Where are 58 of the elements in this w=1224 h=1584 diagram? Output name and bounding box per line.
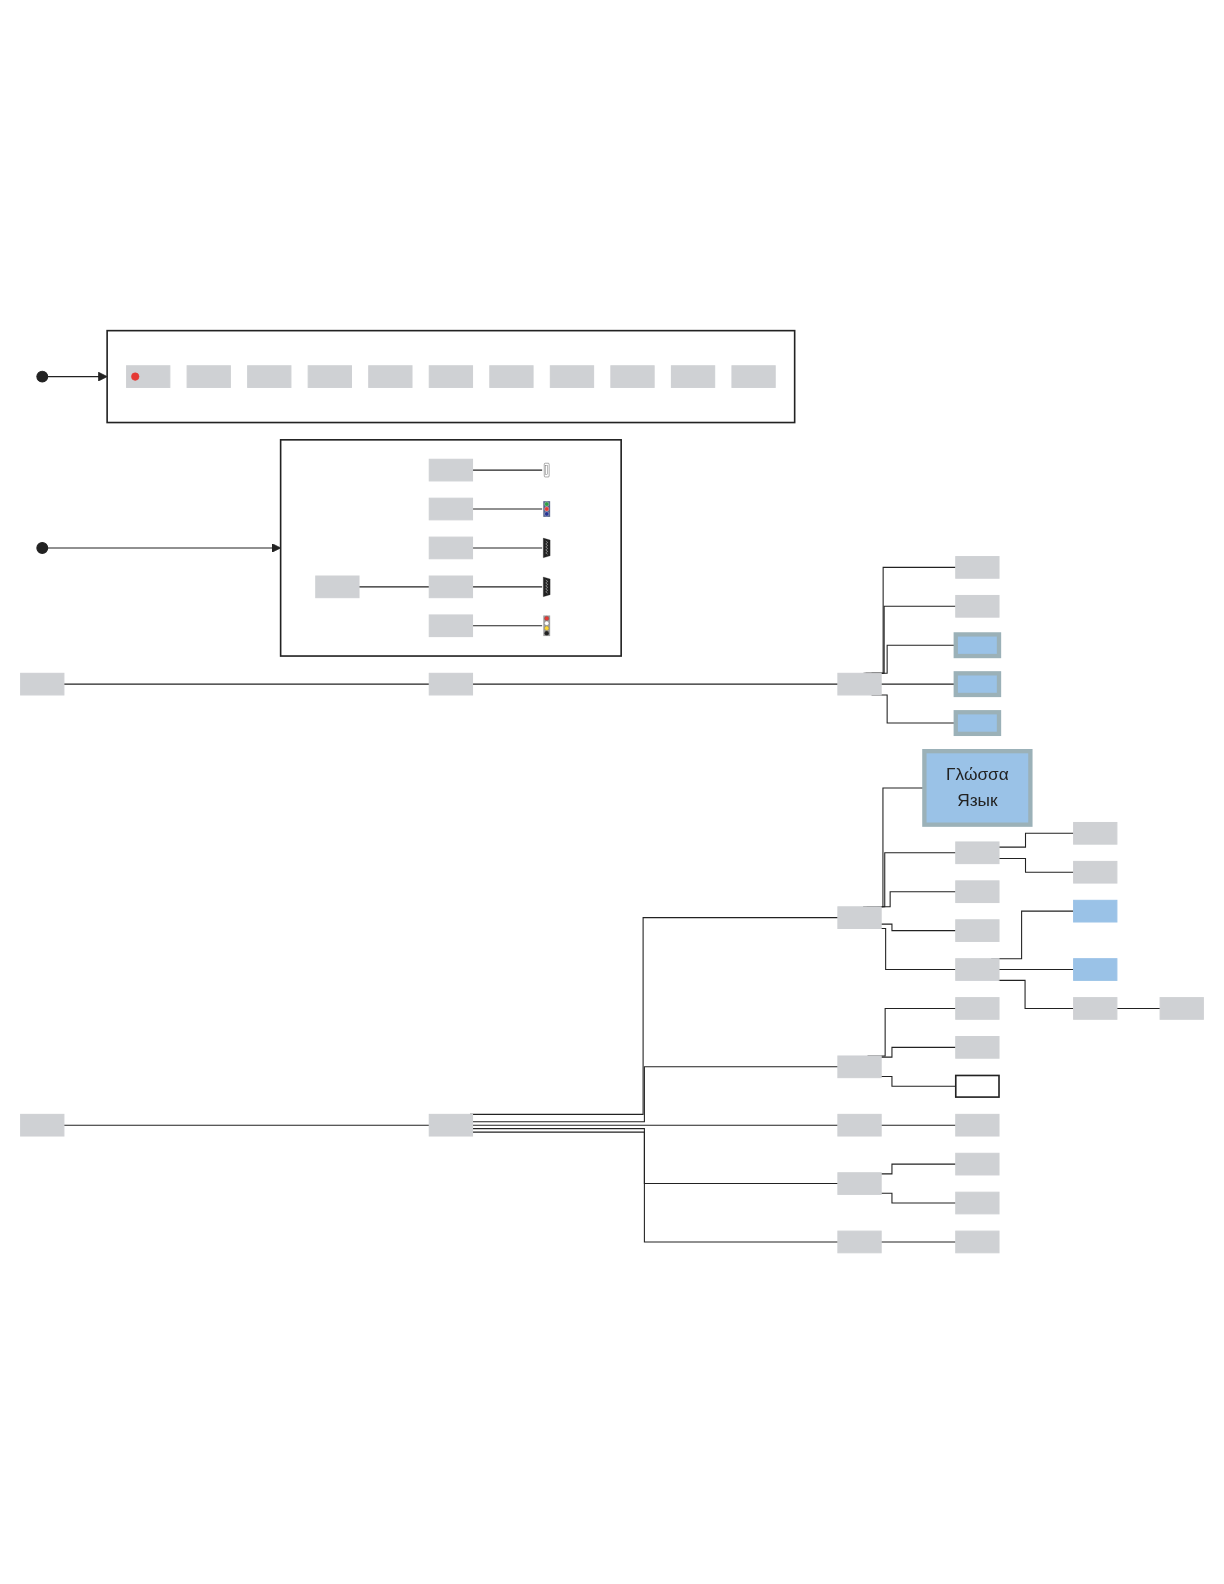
arrow — [47, 372, 108, 382]
node-bar — [610, 365, 655, 389]
node-bar — [428, 614, 474, 638]
node-bar — [955, 595, 1000, 618]
node-bar — [837, 906, 882, 930]
node-bar — [955, 1230, 1000, 1254]
node-bar — [955, 556, 1000, 580]
node-bar — [428, 497, 474, 521]
node-box — [953, 710, 1002, 737]
node-bar — [955, 1192, 1000, 1215]
node-bar — [955, 880, 1000, 904]
connector — [1116, 1008, 1161, 1010]
node-bar — [428, 1114, 474, 1137]
node-bar — [955, 997, 1000, 1021]
node-bar — [549, 365, 595, 389]
node-box — [953, 632, 1002, 659]
node-bar — [428, 365, 474, 389]
node-box — [953, 671, 1002, 698]
node-bar — [428, 536, 474, 560]
node-bar — [247, 365, 292, 389]
node-box: Γλώσσα Язык — [922, 749, 1033, 828]
node-bar — [837, 1172, 882, 1196]
node-bar — [315, 575, 360, 599]
node-bar — [186, 365, 231, 389]
node-bar — [1073, 997, 1118, 1021]
connector — [63, 683, 430, 685]
node-bar — [955, 841, 1000, 865]
node-bar — [837, 1114, 882, 1137]
node-bar — [955, 1114, 1000, 1137]
node-bar — [670, 365, 716, 389]
node-bar — [368, 365, 413, 389]
node-circle — [36, 370, 49, 383]
node-bar — [1073, 822, 1118, 845]
node-bar — [955, 1153, 1000, 1176]
node-bar — [428, 575, 474, 599]
node-bar — [428, 673, 474, 696]
node-bar — [731, 365, 776, 389]
node-bar — [955, 1036, 1000, 1059]
node-bar — [955, 958, 1000, 982]
cluster — [106, 330, 796, 424]
node-box — [1073, 958, 1118, 982]
node-bar — [126, 365, 171, 389]
node-bar — [837, 673, 882, 696]
node-bar — [20, 673, 65, 696]
node-bar — [955, 919, 1000, 943]
connector — [63, 1124, 430, 1127]
node-bar — [428, 459, 474, 482]
node-circle — [36, 542, 49, 555]
node-bar — [837, 1055, 882, 1079]
node-bar — [20, 1114, 65, 1137]
node-bar — [1159, 997, 1204, 1021]
node-bar — [307, 365, 352, 389]
node-bar — [1073, 861, 1118, 884]
cluster — [279, 439, 622, 658]
node-bar — [489, 365, 534, 389]
node-box — [954, 1074, 1000, 1099]
node-bar — [837, 1230, 882, 1254]
node-box — [1073, 900, 1118, 923]
